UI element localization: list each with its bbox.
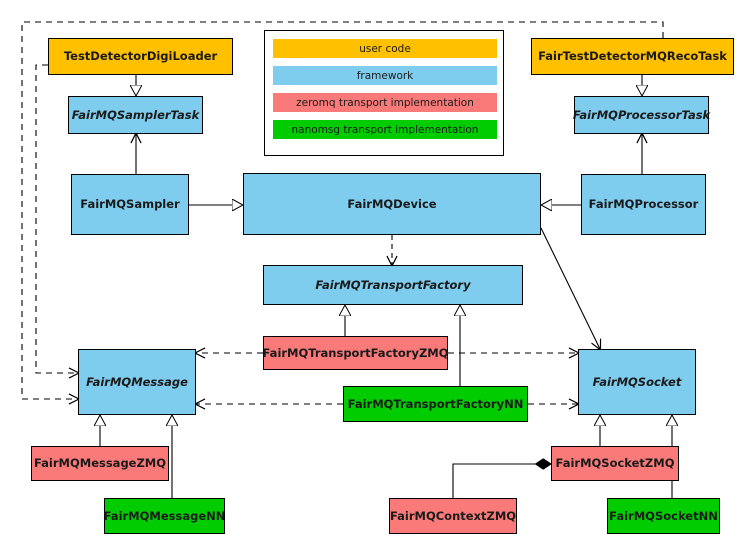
class-label-fairmqmessage: FairMQMessage [86, 374, 188, 389]
legend-label-framework: framework [356, 69, 414, 82]
class-box-fairmqsampler[interactable]: FairMQSampler [71, 174, 189, 235]
class-label-fairmqsamplertask: FairMQSamplerTask [71, 107, 200, 122]
legend-label-user-code: user code [359, 42, 411, 55]
class-box-fairmqprocessor[interactable]: FairMQProcessor [581, 174, 706, 235]
class-label-fairmqmessagezmq: FairMQMessageZMQ [33, 456, 167, 471]
class-label-fairmqsocketnn: FairMQSocketNN [609, 508, 718, 523]
class-label-fairmqdevice: FairMQDevice [347, 196, 437, 211]
class-box-fairmqtransportfactorynn[interactable]: FairMQTransportFactoryNN [343, 386, 528, 422]
class-box-fairmqsamplertask[interactable]: FairMQSamplerTask [68, 96, 203, 134]
class-box-fairtestdetectormqrecotask[interactable]: FairTestDetectorMQRecoTask [531, 38, 734, 75]
class-box-fairmqmessagenn[interactable]: FairMQMessageNN [104, 498, 225, 534]
legend: user code framework zeromq transport imp… [264, 30, 504, 156]
legend-label-zeromq: zeromq transport implementation [296, 96, 474, 109]
class-label-testdetectordigiloader: TestDetectorDigiLoader [63, 49, 218, 64]
legend-item-user-code: user code [273, 39, 497, 58]
class-box-fairmqtransportfactory[interactable]: FairMQTransportFactory [263, 265, 523, 305]
class-box-fairmqmessage[interactable]: FairMQMessage [78, 349, 196, 415]
class-label-fairmqcontextzmq: FairMQContextZMQ [389, 508, 517, 523]
class-box-fairmqprocessortask[interactable]: FairMQProcessorTask [573, 96, 710, 134]
class-box-fairmqtransportfactoryzmq[interactable]: FairMQTransportFactoryZMQ [263, 336, 449, 370]
class-label-fairmqsocket: FairMQSocket [592, 374, 682, 389]
legend-item-nanomsg: nanomsg transport implementation [273, 120, 497, 139]
class-label-fairmqsampler: FairMQSampler [80, 197, 180, 212]
class-label-fairmqtransportfactorynn: FairMQTransportFactoryNN [347, 396, 524, 411]
legend-item-framework: framework [273, 66, 497, 85]
class-label-fairmqtransportfactoryzmq: FairMQTransportFactoryZMQ [262, 345, 449, 360]
class-label-fairmqtransportfactory: FairMQTransportFactory [315, 277, 471, 292]
class-box-fairmqcontextzmq[interactable]: FairMQContextZMQ [389, 498, 517, 534]
edge-contextzmq-to-socketzmq [452, 464, 551, 498]
edge-device-to-socket [540, 227, 600, 349]
class-box-fairmqsocketzmq[interactable]: FairMQSocketZMQ [551, 446, 679, 481]
class-label-fairmqprocessortask: FairMQProcessorTask [572, 107, 711, 122]
class-box-fairmqmessagezmq[interactable]: FairMQMessageZMQ [31, 446, 169, 481]
legend-item-zeromq: zeromq transport implementation [273, 93, 497, 112]
legend-label-nanomsg: nanomsg transport implementation [291, 123, 479, 136]
class-box-fairmqdevice[interactable]: FairMQDevice [243, 173, 541, 235]
edge-digiloader-to-message [35, 64, 78, 373]
class-label-fairmqprocessor: FairMQProcessor [588, 197, 699, 212]
class-box-testdetectordigiloader[interactable]: TestDetectorDigiLoader [48, 38, 233, 75]
class-box-fairmqsocket[interactable]: FairMQSocket [578, 349, 696, 415]
class-box-fairmqsocketnn[interactable]: FairMQSocketNN [607, 498, 720, 534]
class-label-fairtestdetectormqrecotask: FairTestDetectorMQRecoTask [538, 49, 727, 64]
class-label-fairmqmessagenn: FairMQMessageNN [103, 508, 226, 523]
class-label-fairmqsocketzmq: FairMQSocketZMQ [555, 456, 675, 471]
